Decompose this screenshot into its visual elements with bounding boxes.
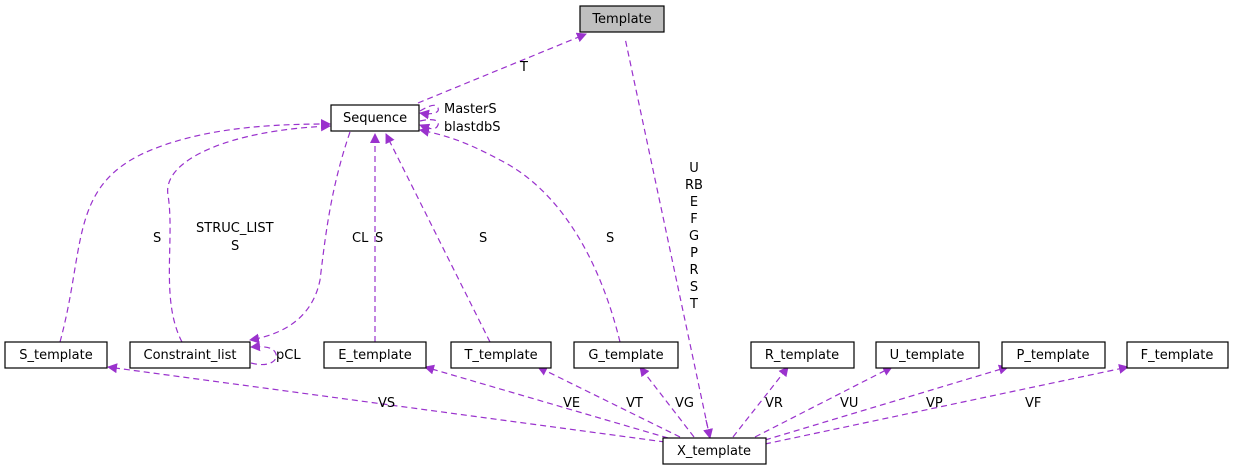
- edge-x-template-e-template: [424, 364, 669, 439]
- label-x-p: P: [690, 246, 698, 261]
- node-s-template-label: S_template: [19, 348, 92, 363]
- edge-x-template-template: [624, 37, 711, 439]
- edge-labels: T MasterS blastdbS S STRUC_LIST S CL S S…: [153, 60, 1041, 411]
- edge-x-template-r-template: [732, 366, 789, 438]
- edge-constraint-list-self: [250, 341, 277, 366]
- node-t-template[interactable]: T_template: [450, 341, 552, 369]
- label-ve: VE: [563, 396, 580, 411]
- node-g-template-label: G_template: [588, 348, 663, 363]
- node-template-label: Template: [591, 12, 651, 27]
- label-x-e: E: [690, 195, 698, 210]
- node-u-template[interactable]: U_template: [875, 341, 980, 369]
- label-blastdbs: blastdbS: [444, 120, 500, 135]
- edge-x-template-u-template: [754, 366, 893, 438]
- node-t-template-label: T_template: [463, 348, 537, 363]
- label-x-g: G: [689, 229, 699, 244]
- edges: [59, 32, 1129, 445]
- label-pcl: pCL: [276, 348, 301, 363]
- node-g-template[interactable]: G_template: [573, 341, 679, 369]
- node-e-template[interactable]: E_template: [323, 341, 427, 369]
- label-x-r: R: [689, 263, 698, 278]
- node-x-template[interactable]: X_template: [662, 437, 767, 465]
- label-x-rb: RB: [685, 178, 703, 193]
- edge-sequence-self-masters: [419, 104, 439, 120]
- edge-constraint-list-sequence: [167, 121, 331, 343]
- edge-template-x-template-head: [703, 419, 713, 439]
- label-g-s: S: [606, 231, 614, 246]
- node-sequence[interactable]: Sequence: [330, 104, 420, 132]
- node-u-template-label: U_template: [890, 348, 965, 363]
- label-vp: VP: [926, 396, 943, 411]
- node-template[interactable]: Template: [579, 5, 665, 33]
- label-t: T: [519, 60, 528, 75]
- label-masters: MasterS: [444, 102, 497, 117]
- label-t-s: S: [479, 231, 487, 246]
- label-vt: VT: [626, 396, 643, 411]
- edge-x-template-f-template: [764, 363, 1129, 445]
- label-x-t: T: [689, 297, 698, 312]
- label-s-template: S: [153, 231, 161, 246]
- node-f-template-label: F_template: [1141, 348, 1214, 363]
- label-vs: VS: [378, 396, 395, 411]
- label-cl: CL: [352, 231, 369, 246]
- label-struc-list: STRUC_LIST: [196, 221, 274, 236]
- edge-sequence-self-blastdbs: [419, 119, 439, 134]
- edge-x-template-p-template: [764, 364, 1009, 441]
- node-p-template[interactable]: P_template: [1001, 341, 1106, 369]
- node-r-template[interactable]: R_template: [750, 341, 855, 369]
- label-x-u: U: [689, 161, 699, 176]
- edge-s-template-sequence: [59, 119, 331, 343]
- edge-sequence-constraint-list: [249, 131, 351, 344]
- node-f-template[interactable]: F_template: [1126, 341, 1229, 369]
- label-e-s: S: [375, 231, 383, 246]
- label-vr: VR: [765, 396, 783, 411]
- edge-g-template-sequence: [419, 126, 621, 343]
- edge-t-template-sequence: [385, 133, 491, 343]
- node-e-template-label: E_template: [338, 348, 411, 363]
- edge-x-template-g-template: [639, 366, 695, 438]
- node-r-template-label: R_template: [765, 348, 839, 363]
- label-vu: VU: [840, 396, 858, 411]
- node-constraint-list-label: Constraint_list: [144, 348, 237, 363]
- node-x-template-label: X_template: [677, 444, 751, 459]
- label-vg: VG: [675, 396, 694, 411]
- edge-x-template-s-template: [107, 363, 666, 443]
- node-constraint-list[interactable]: Constraint_list: [129, 341, 251, 369]
- node-s-template[interactable]: S_template: [4, 341, 108, 369]
- node-sequence-label: Sequence: [343, 111, 407, 126]
- edge-x-template-t-template: [537, 366, 681, 438]
- label-x-s: S: [690, 280, 698, 295]
- label-vf: VF: [1025, 396, 1041, 411]
- label-x-f: F: [690, 212, 697, 227]
- edge-sequence-template: [417, 32, 587, 104]
- node-p-template-label: P_template: [1016, 348, 1089, 363]
- label-struc-s: S: [231, 239, 239, 254]
